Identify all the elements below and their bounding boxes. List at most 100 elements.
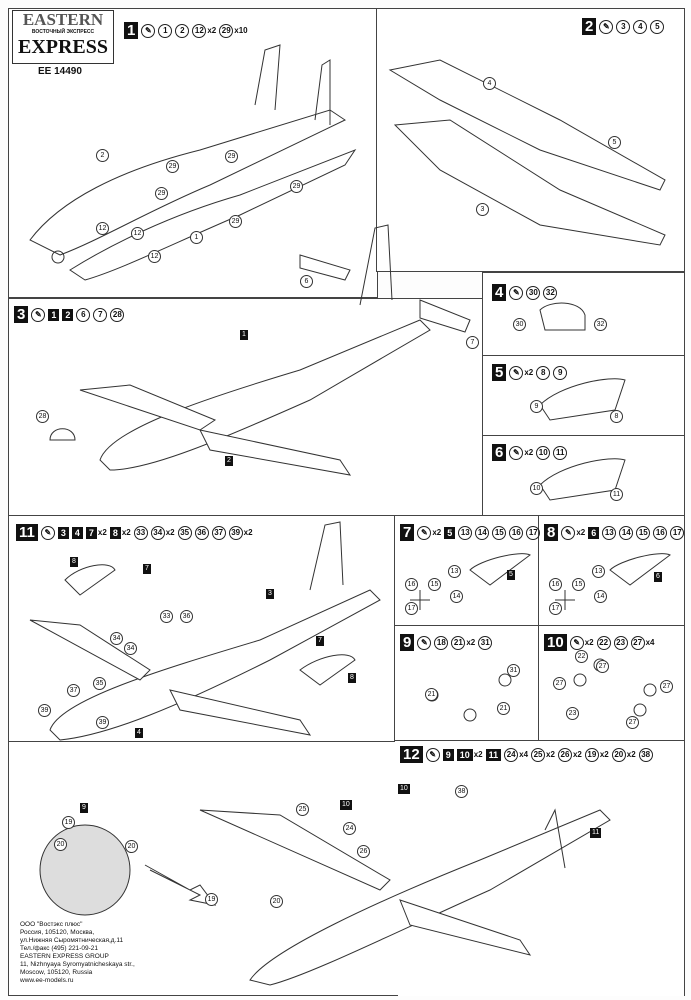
part-number: 9 bbox=[553, 365, 568, 380]
aircraft-step-3-drawing bbox=[49, 224, 471, 476]
part-number: 4 bbox=[633, 19, 648, 34]
part-number: 22 bbox=[596, 635, 611, 650]
part-number: 21 bbox=[451, 635, 466, 650]
part-number: 30 bbox=[526, 285, 541, 300]
step-number: 10 bbox=[544, 634, 567, 651]
callout: 20 bbox=[54, 838, 67, 851]
part-number: 15 bbox=[636, 525, 651, 540]
callout: 33 bbox=[160, 610, 173, 623]
address-line: ул.Нижняя Сыромятническая,д.11 bbox=[20, 937, 124, 944]
step-number: 4 bbox=[492, 284, 507, 301]
callout: 15 bbox=[428, 578, 441, 591]
callout: 20 bbox=[270, 895, 283, 908]
step-number: 11 bbox=[16, 524, 38, 541]
callout: 29 bbox=[166, 160, 179, 173]
publisher-address: ООО "Востэкс плюс" Россия, 105120, Москв… bbox=[20, 921, 135, 985]
callout: 19 bbox=[62, 816, 75, 829]
propeller-drawings bbox=[410, 553, 671, 610]
aircraft-step-11-drawing bbox=[29, 521, 381, 741]
glue-tube-icon: ✎ bbox=[509, 285, 524, 300]
glue-tube-icon: ✎ bbox=[509, 365, 524, 380]
brand-name-ru: ВОСТОЧНЫЙ ЭКСПРЕСС bbox=[31, 29, 95, 35]
step-number: 9 bbox=[400, 634, 415, 651]
callout-part: 11 bbox=[590, 828, 602, 838]
part-number: 39 bbox=[228, 525, 243, 540]
subassembly-ref: 9 bbox=[442, 748, 454, 761]
part-number: 35 bbox=[177, 525, 192, 540]
part-number: 25 bbox=[531, 747, 546, 762]
callout-part: 10 bbox=[340, 800, 352, 810]
part-number: 28 bbox=[110, 307, 125, 322]
part-number: 8 bbox=[536, 365, 551, 380]
glue-tube-icon: ✎ bbox=[599, 19, 614, 34]
callout: 8 bbox=[610, 410, 623, 423]
quantity: x2 bbox=[121, 528, 131, 537]
subassembly-ref: 6 bbox=[588, 526, 600, 539]
address-line: www.ee-models.ru bbox=[20, 977, 74, 984]
callout: 32 bbox=[594, 318, 607, 331]
part-number: 5 bbox=[650, 19, 665, 34]
quantity: x2 bbox=[599, 750, 609, 759]
callout: 29 bbox=[225, 150, 238, 163]
callout: 22 bbox=[575, 650, 588, 663]
callout-part: 8 bbox=[70, 557, 78, 567]
part-number: 37 bbox=[211, 525, 226, 540]
callout: 37 bbox=[67, 684, 80, 697]
quantity: x2 bbox=[524, 368, 534, 377]
callout: 12 bbox=[96, 222, 109, 235]
part-number: 13 bbox=[458, 525, 473, 540]
part-number: 12 bbox=[192, 23, 207, 38]
callout: 6 bbox=[300, 275, 313, 288]
glue-tube-icon: ✎ bbox=[425, 747, 440, 762]
part-number: 20 bbox=[611, 747, 626, 762]
step-number: 3 bbox=[14, 306, 29, 323]
callout: 20 bbox=[125, 840, 138, 853]
part-number: 24 bbox=[504, 747, 519, 762]
part-number: 36 bbox=[194, 525, 209, 540]
quantity: x2 bbox=[576, 528, 586, 537]
part-number: 2 bbox=[175, 23, 190, 38]
part-number: 26 bbox=[557, 747, 572, 762]
subassembly-ref: 7 bbox=[85, 526, 97, 539]
callout: 29 bbox=[155, 187, 168, 200]
kit-code: EE 14490 bbox=[38, 66, 82, 77]
landing-gear-drawings bbox=[425, 658, 657, 722]
glue-tube-icon: ✎ bbox=[141, 23, 156, 38]
address-line: Тел./факс (495) 221-09-21 bbox=[20, 945, 98, 952]
glue-tube-icon: ✎ bbox=[417, 525, 432, 540]
callout: 29 bbox=[229, 215, 242, 228]
callout: 27 bbox=[553, 677, 566, 690]
callout: 10 bbox=[530, 482, 543, 495]
nacelle-drawings bbox=[539, 302, 626, 501]
callout: 24 bbox=[343, 822, 356, 835]
quantity: x2 bbox=[473, 750, 483, 759]
quantity: x2 bbox=[466, 638, 476, 647]
callout: 27 bbox=[596, 660, 609, 673]
address-line: Россия, 105120, Москва, bbox=[20, 929, 95, 936]
callout-part: 9 bbox=[80, 803, 88, 813]
address-line: Moscow, 105120, Russia bbox=[20, 969, 93, 976]
quantity: x2 bbox=[97, 528, 107, 537]
address-line: 11, Nizhnyaya Syromyatnicheskaya str., bbox=[20, 961, 135, 968]
callout: 13 bbox=[592, 565, 605, 578]
callout: 39 bbox=[38, 704, 51, 717]
part-number: 33 bbox=[133, 525, 148, 540]
part-number: 16 bbox=[653, 525, 668, 540]
part-number: 13 bbox=[602, 525, 617, 540]
glue-tube-icon: ✎ bbox=[417, 635, 432, 650]
callout: 23 bbox=[566, 707, 579, 720]
callout: 29 bbox=[290, 180, 303, 193]
callout: 14 bbox=[594, 590, 607, 603]
subassembly-ref: 8 bbox=[109, 526, 121, 539]
brand-name-top: EASTERN bbox=[22, 10, 104, 29]
glue-tube-icon: ✎ bbox=[509, 445, 524, 460]
quantity: x2 bbox=[207, 26, 217, 35]
callout: 38 bbox=[455, 785, 468, 798]
